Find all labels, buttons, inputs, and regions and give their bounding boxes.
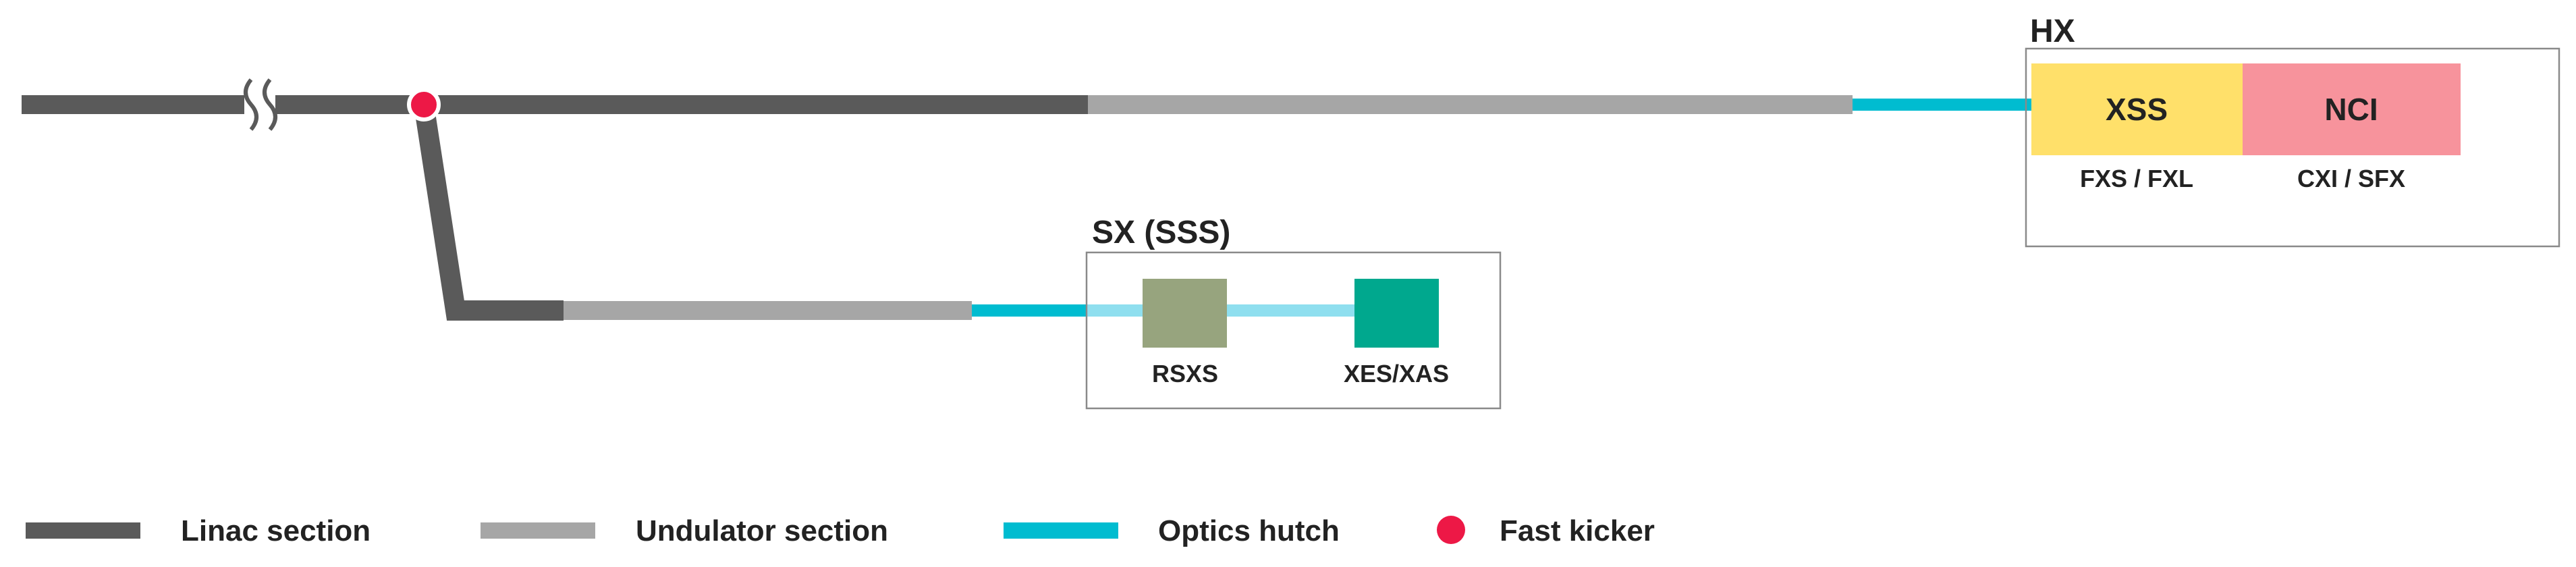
nci-station bbox=[2243, 63, 2461, 155]
fast-kicker-dot bbox=[407, 88, 441, 122]
xss-sub-label: FXS / FXL bbox=[2080, 165, 2193, 192]
legend-optics-label: Optics hutch bbox=[1158, 514, 1340, 547]
rsxs-label: RSXS bbox=[1152, 360, 1218, 387]
rsxs-station bbox=[1143, 279, 1227, 348]
hx-title: HX bbox=[2030, 14, 2075, 49]
xes-xas-station bbox=[1354, 279, 1439, 348]
xes-xas-label: XES/XAS bbox=[1344, 360, 1449, 387]
linac-break-mark-left bbox=[244, 78, 258, 131]
sx-box bbox=[1085, 251, 1502, 410]
nci-sub-label: CXI / SFX bbox=[2297, 165, 2405, 192]
xss-label: XSS bbox=[2106, 92, 2168, 127]
linac-break-mark-right bbox=[263, 78, 277, 131]
sx-linac-branch bbox=[414, 103, 564, 321]
nci-label: NCI bbox=[2324, 92, 2378, 127]
sx-title: SX (SSS) bbox=[1092, 215, 1230, 250]
hx-box bbox=[2025, 47, 2560, 248]
legend: Linac section Undulator section Optics h… bbox=[26, 514, 1655, 547]
legend-linac-label: Linac section bbox=[181, 514, 371, 547]
legend-kicker-swatch bbox=[1437, 516, 1465, 544]
legend-undulator-label: Undulator section bbox=[636, 514, 888, 547]
legend-kicker-label: Fast kicker bbox=[1500, 514, 1655, 547]
xss-station bbox=[2031, 63, 2243, 155]
